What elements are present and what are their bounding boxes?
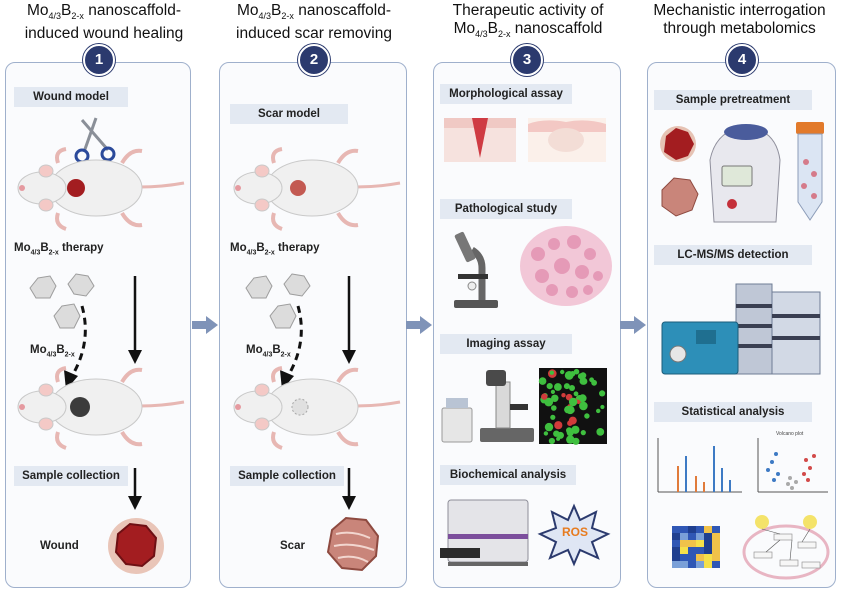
nanoscaffold-flakes-icon	[245, 273, 311, 329]
rat-treated-icon	[17, 366, 185, 450]
pathway-network-icon	[742, 515, 830, 580]
tissue-samples-icon	[660, 126, 699, 217]
step-badge-3: 3	[511, 44, 543, 76]
label-sample-collection-2: Sample collection	[230, 466, 344, 486]
rat-scar-model-icon	[233, 147, 401, 231]
label-statistical-analysis: Statistical analysis	[654, 402, 812, 422]
flow-arrow-2-icon	[406, 316, 432, 334]
wound-tissue-icon	[108, 518, 164, 574]
label-material-1: Mo4/3B2-x	[30, 344, 75, 359]
label-scar: Scar	[280, 540, 305, 552]
centrifuge-tube-icon	[796, 122, 824, 221]
step-badge-2: 2	[298, 44, 330, 76]
panel-wound-healing	[5, 62, 191, 588]
label-imaging-assay: Imaging assay	[440, 334, 572, 354]
label-sample-pretreatment: Sample pretreatment	[654, 90, 812, 110]
mass-spectrum-chart-icon	[657, 438, 742, 493]
ros-label: ROS	[561, 525, 588, 539]
microscope-icon	[454, 231, 498, 308]
label-biochemical-analysis: Biochemical analysis	[440, 465, 576, 485]
plate-reader-icon	[440, 499, 529, 566]
fluorescence-image-icon	[538, 368, 607, 445]
label-wound-model: Wound model	[14, 87, 128, 107]
volcano-plot-icon	[757, 438, 828, 493]
step-badge-1: 1	[83, 44, 115, 76]
column-1-title: Mo4/3B2-x nanoscaffold- induced wound he…	[24, 2, 184, 43]
volcano-plot-title: Volcano plot	[776, 431, 804, 437]
flow-arrow-3-icon	[620, 316, 646, 334]
confocal-microscope-icon	[441, 370, 534, 443]
arrow-down-icon	[128, 276, 142, 364]
scar-tissue-icon	[326, 516, 380, 572]
heatmap-icon	[672, 526, 720, 568]
label-material-2: Mo4/3B2-x	[246, 344, 291, 359]
label-sample-collection-1: Sample collection	[14, 466, 128, 486]
column-3-title: Therapeutic activity of Mo4/3B2-x nanosc…	[452, 2, 604, 40]
label-lcms-detection: LC-MS/MS detection	[654, 245, 812, 265]
step-badge-4: 4	[726, 44, 758, 76]
arrow-down-icon	[342, 468, 356, 510]
panel-scar-removing	[219, 62, 407, 588]
label-morphological-assay: Morphological assay	[440, 84, 572, 104]
rat-wound-model-icon	[17, 147, 185, 231]
nanoscaffold-flakes-icon	[29, 273, 95, 329]
skin-section-icon	[444, 118, 606, 162]
lcms-instrument-icon	[661, 283, 821, 375]
arrow-down-icon	[128, 468, 142, 510]
label-therapy-1: Mo4/3B2-x therapy	[14, 242, 104, 257]
label-therapy-2: Mo4/3B2-x therapy	[230, 242, 320, 257]
ros-burst-icon	[537, 503, 611, 567]
flow-arrow-1-icon	[192, 316, 218, 334]
column-2-title: Mo4/3B2-x nanoscaffold- induced scar rem…	[236, 2, 392, 43]
column-4-title: Mechanistic interrogation through metabo…	[653, 2, 826, 37]
label-wound: Wound	[40, 540, 79, 552]
histology-tissue-icon	[520, 226, 612, 306]
vortex-mixer-icon	[709, 124, 781, 223]
rat-scar-treated-icon	[233, 366, 401, 450]
label-scar-model: Scar model	[230, 104, 348, 124]
arrow-down-icon	[342, 276, 356, 364]
label-pathological-study: Pathological study	[440, 199, 572, 219]
